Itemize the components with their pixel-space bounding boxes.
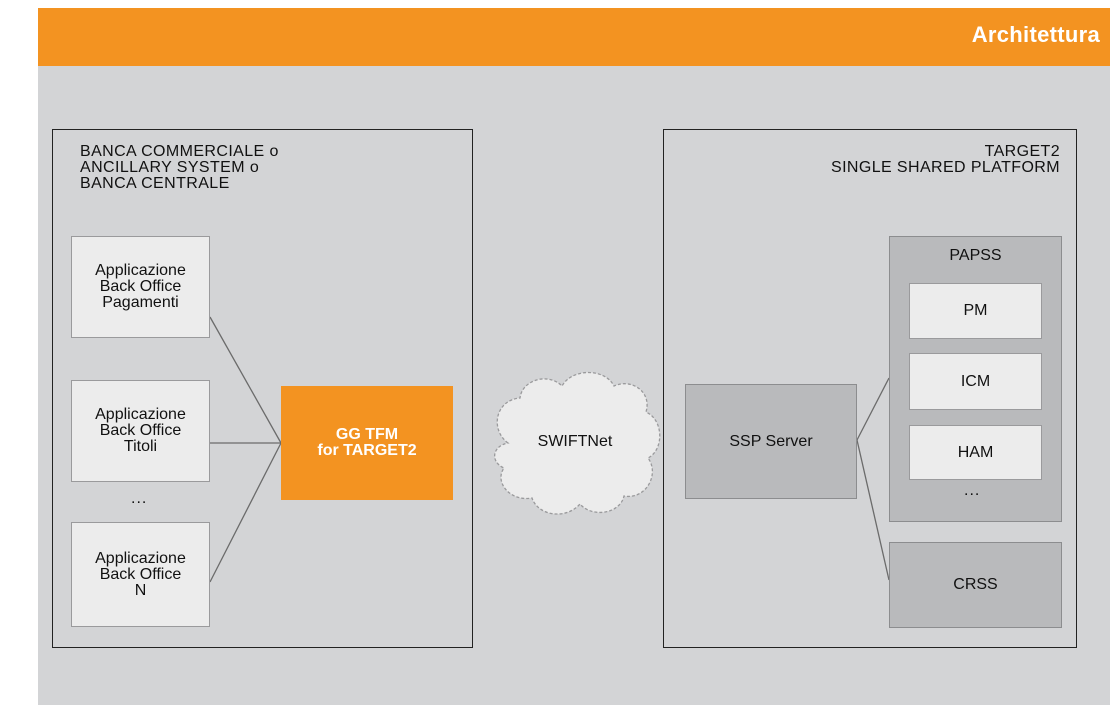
apps-ellipsis: ... (131, 490, 148, 507)
app-box-pagamenti: Applicazione Back Office Pagamenti (71, 236, 210, 338)
module-box-ham: HAM (909, 425, 1042, 480)
page-title: Architettura (971, 22, 1100, 47)
module-box-pm: PM (909, 283, 1042, 339)
modules-ellipsis: ... (964, 482, 981, 499)
swiftnet-label: SWIFTNet (537, 433, 613, 450)
ssp-server-box: SSP Server (685, 384, 857, 499)
papss-title: PAPSS (949, 247, 1002, 264)
right-group-title: TARGET2 SINGLE SHARED PLATFORM (831, 143, 1060, 176)
left-group-title: BANCA COMMERCIALE o ANCILLARY SYSTEM o B… (80, 143, 279, 192)
module-box-icm: ICM (909, 353, 1042, 410)
crss-box: CRSS (889, 542, 1062, 628)
gg-tfm-hub-box: GG TFM for TARGET2 (281, 386, 453, 500)
left-group-box (52, 129, 473, 648)
right-group-box (663, 129, 1077, 648)
app-box-n: Applicazione Back Office N (71, 522, 210, 627)
header-bar: Architettura (38, 8, 1110, 66)
app-box-titoli: Applicazione Back Office Titoli (71, 380, 210, 482)
